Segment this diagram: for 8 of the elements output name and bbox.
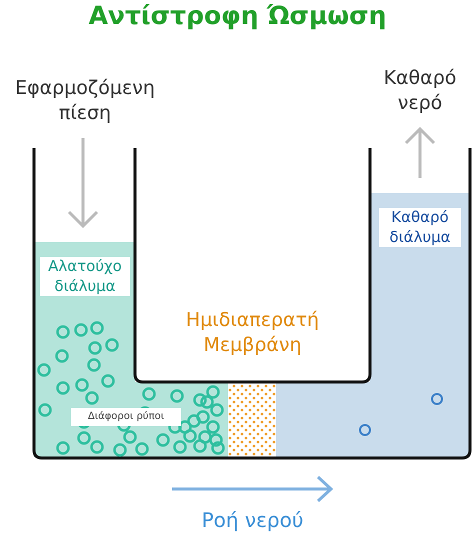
label: Εφαρμοζόμενη πίεση xyxy=(14,76,156,126)
label: Διάφοροι ρύποι xyxy=(71,408,181,426)
title: Αντίστροφη Ώσμωση xyxy=(88,0,388,32)
label: Αλατούχο διάλυμα xyxy=(40,257,130,296)
caption: Ροή νερού xyxy=(200,507,304,533)
label: Ημιδιαπερατή Μεμβράνη xyxy=(184,308,320,358)
label: Καθαρό διάλυμα xyxy=(379,208,461,247)
label: Καθαρό νερό xyxy=(382,66,458,116)
